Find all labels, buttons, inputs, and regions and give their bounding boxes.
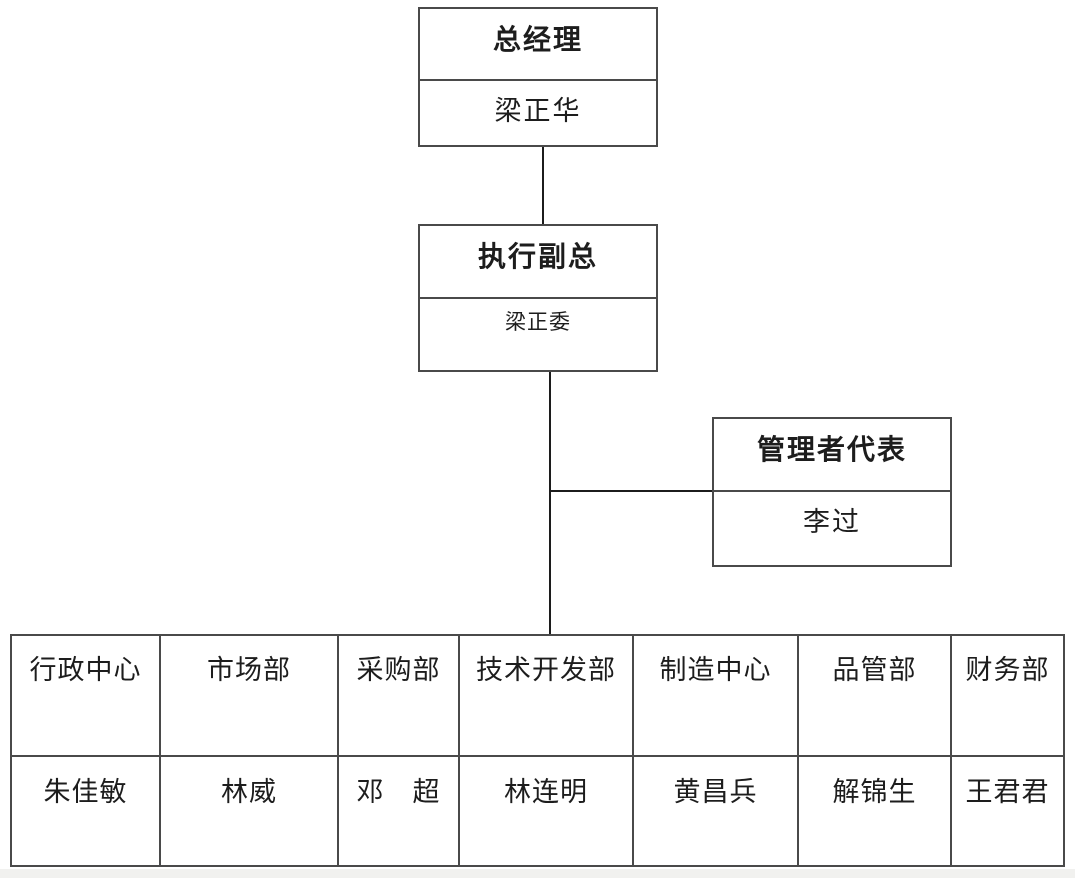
- dept-cell-tech-dev: 技术开发部: [458, 634, 634, 757]
- head-cell-quality: 解锦生: [797, 755, 952, 867]
- dept-cell-purchasing: 采购部: [337, 634, 460, 757]
- node-management-representative: 管理者代表 李过: [712, 417, 952, 567]
- connector-to-management-rep: [550, 490, 712, 492]
- node-executive-vp: 执行副总 梁正委: [418, 224, 658, 372]
- department-name-row: 行政中心 市场部 采购部 技术开发部 制造中心 品管部 财务部: [10, 634, 1065, 757]
- head-cell-admin-center: 朱佳敏: [10, 755, 161, 867]
- connector-evp-to-table: [549, 372, 551, 634]
- dept-cell-manufacturing: 制造中心: [632, 634, 799, 757]
- head-cell-tech-dev: 林连明: [458, 755, 634, 867]
- node-general-manager: 总经理 梁正华: [418, 7, 658, 147]
- head-cell-finance: 王君君: [950, 755, 1065, 867]
- dept-cell-marketing: 市场部: [159, 634, 339, 757]
- head-cell-manufacturing: 黄昌兵: [632, 755, 799, 867]
- scan-edge-strip: [0, 869, 1075, 878]
- dept-cell-quality: 品管部: [797, 634, 952, 757]
- department-table: 行政中心 市场部 采购部 技术开发部 制造中心 品管部 财务部 朱佳敏 林威 邓…: [10, 634, 1065, 867]
- node-executive-vp-person: 梁正委: [505, 310, 571, 334]
- connector-gm-to-evp: [542, 147, 544, 224]
- node-management-representative-person: 李过: [803, 507, 861, 537]
- dept-cell-admin-center: 行政中心: [10, 634, 161, 757]
- node-executive-vp-title: 执行副总: [420, 226, 656, 299]
- node-general-manager-title: 总经理: [420, 9, 656, 81]
- node-general-manager-person: 梁正华: [494, 96, 582, 126]
- department-head-row: 朱佳敏 林威 邓 超 林连明 黄昌兵 解锦生 王君君: [10, 755, 1065, 867]
- head-cell-marketing: 林威: [159, 755, 339, 867]
- dept-cell-finance: 财务部: [950, 634, 1065, 757]
- node-management-representative-title: 管理者代表: [714, 419, 950, 492]
- head-cell-purchasing: 邓 超: [337, 755, 460, 867]
